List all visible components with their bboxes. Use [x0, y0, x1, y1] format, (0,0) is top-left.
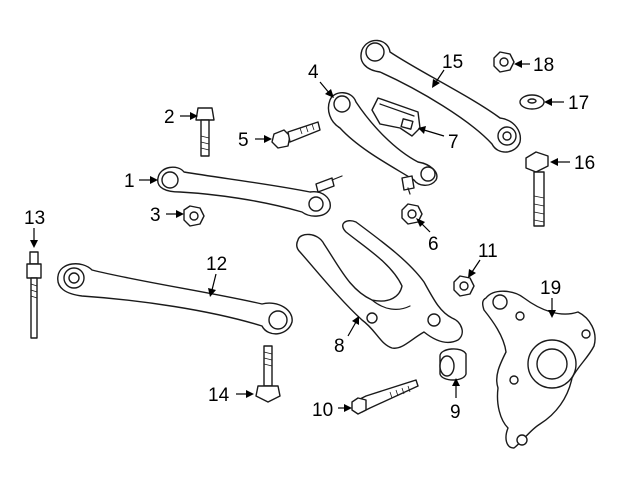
part-13-bolt[interactable] — [26, 251, 42, 339]
callout-19: 19 — [540, 278, 561, 318]
part-17-washer[interactable] — [519, 94, 545, 110]
callout-6: 6 — [416, 218, 439, 255]
part-10-bolt[interactable] — [351, 379, 419, 415]
part-18-nut[interactable] — [493, 51, 515, 73]
callout-8: 8 — [334, 316, 359, 357]
part-9-bushing[interactable] — [439, 348, 467, 381]
part-19-knuckle[interactable] — [481, 290, 596, 449]
svg-text:17: 17 — [568, 93, 589, 114]
part-14-bolt[interactable] — [255, 345, 281, 403]
svg-text:6: 6 — [428, 234, 439, 255]
svg-text:2: 2 — [164, 107, 175, 128]
part-3-nut[interactable] — [183, 205, 205, 227]
callout-7: 7 — [418, 126, 459, 153]
part-2-bolt[interactable] — [195, 107, 215, 157]
part-11-nut[interactable] — [453, 275, 475, 297]
callout-16: 16 — [550, 153, 595, 174]
part-15-control-arm[interactable] — [360, 39, 522, 153]
callout-4: 4 — [308, 62, 334, 98]
svg-text:3: 3 — [150, 205, 161, 226]
callout-18: 18 — [514, 55, 554, 76]
svg-text:1: 1 — [124, 171, 135, 192]
callout-12: 12 — [206, 254, 227, 297]
svg-text:15: 15 — [442, 52, 463, 73]
svg-text:11: 11 — [478, 241, 498, 262]
callout-2: 2 — [164, 107, 198, 128]
callout-15: 15 — [432, 52, 463, 88]
callout-9: 9 — [450, 378, 461, 423]
svg-text:12: 12 — [206, 254, 227, 275]
svg-text:16: 16 — [574, 153, 595, 174]
svg-text:14: 14 — [208, 385, 230, 406]
part-5-bolt[interactable] — [271, 121, 321, 149]
svg-text:9: 9 — [450, 402, 461, 423]
svg-text:8: 8 — [334, 336, 345, 357]
callout-10: 10 — [312, 400, 352, 421]
callout-11: 11 — [468, 241, 498, 278]
callout-17: 17 — [544, 93, 589, 114]
svg-text:7: 7 — [448, 132, 459, 153]
callout-14: 14 — [208, 385, 254, 406]
svg-text:4: 4 — [308, 62, 319, 83]
svg-text:19: 19 — [540, 278, 561, 299]
svg-text:5: 5 — [238, 130, 249, 151]
part-12-control-arm[interactable] — [57, 263, 293, 335]
part-1-control-arm[interactable] — [157, 166, 343, 217]
callout-3: 3 — [150, 205, 184, 226]
part-7-bracket[interactable] — [371, 97, 421, 137]
svg-text:13: 13 — [24, 208, 45, 229]
callout-1: 1 — [124, 171, 158, 192]
callout-13: 13 — [24, 208, 45, 248]
svg-text:10: 10 — [312, 400, 333, 421]
part-8-lower-control-arm[interactable] — [295, 220, 463, 349]
svg-text:18: 18 — [533, 55, 554, 76]
part-4-control-arm[interactable] — [327, 92, 438, 195]
part-16-bolt[interactable] — [525, 151, 549, 227]
callout-5: 5 — [238, 130, 272, 151]
